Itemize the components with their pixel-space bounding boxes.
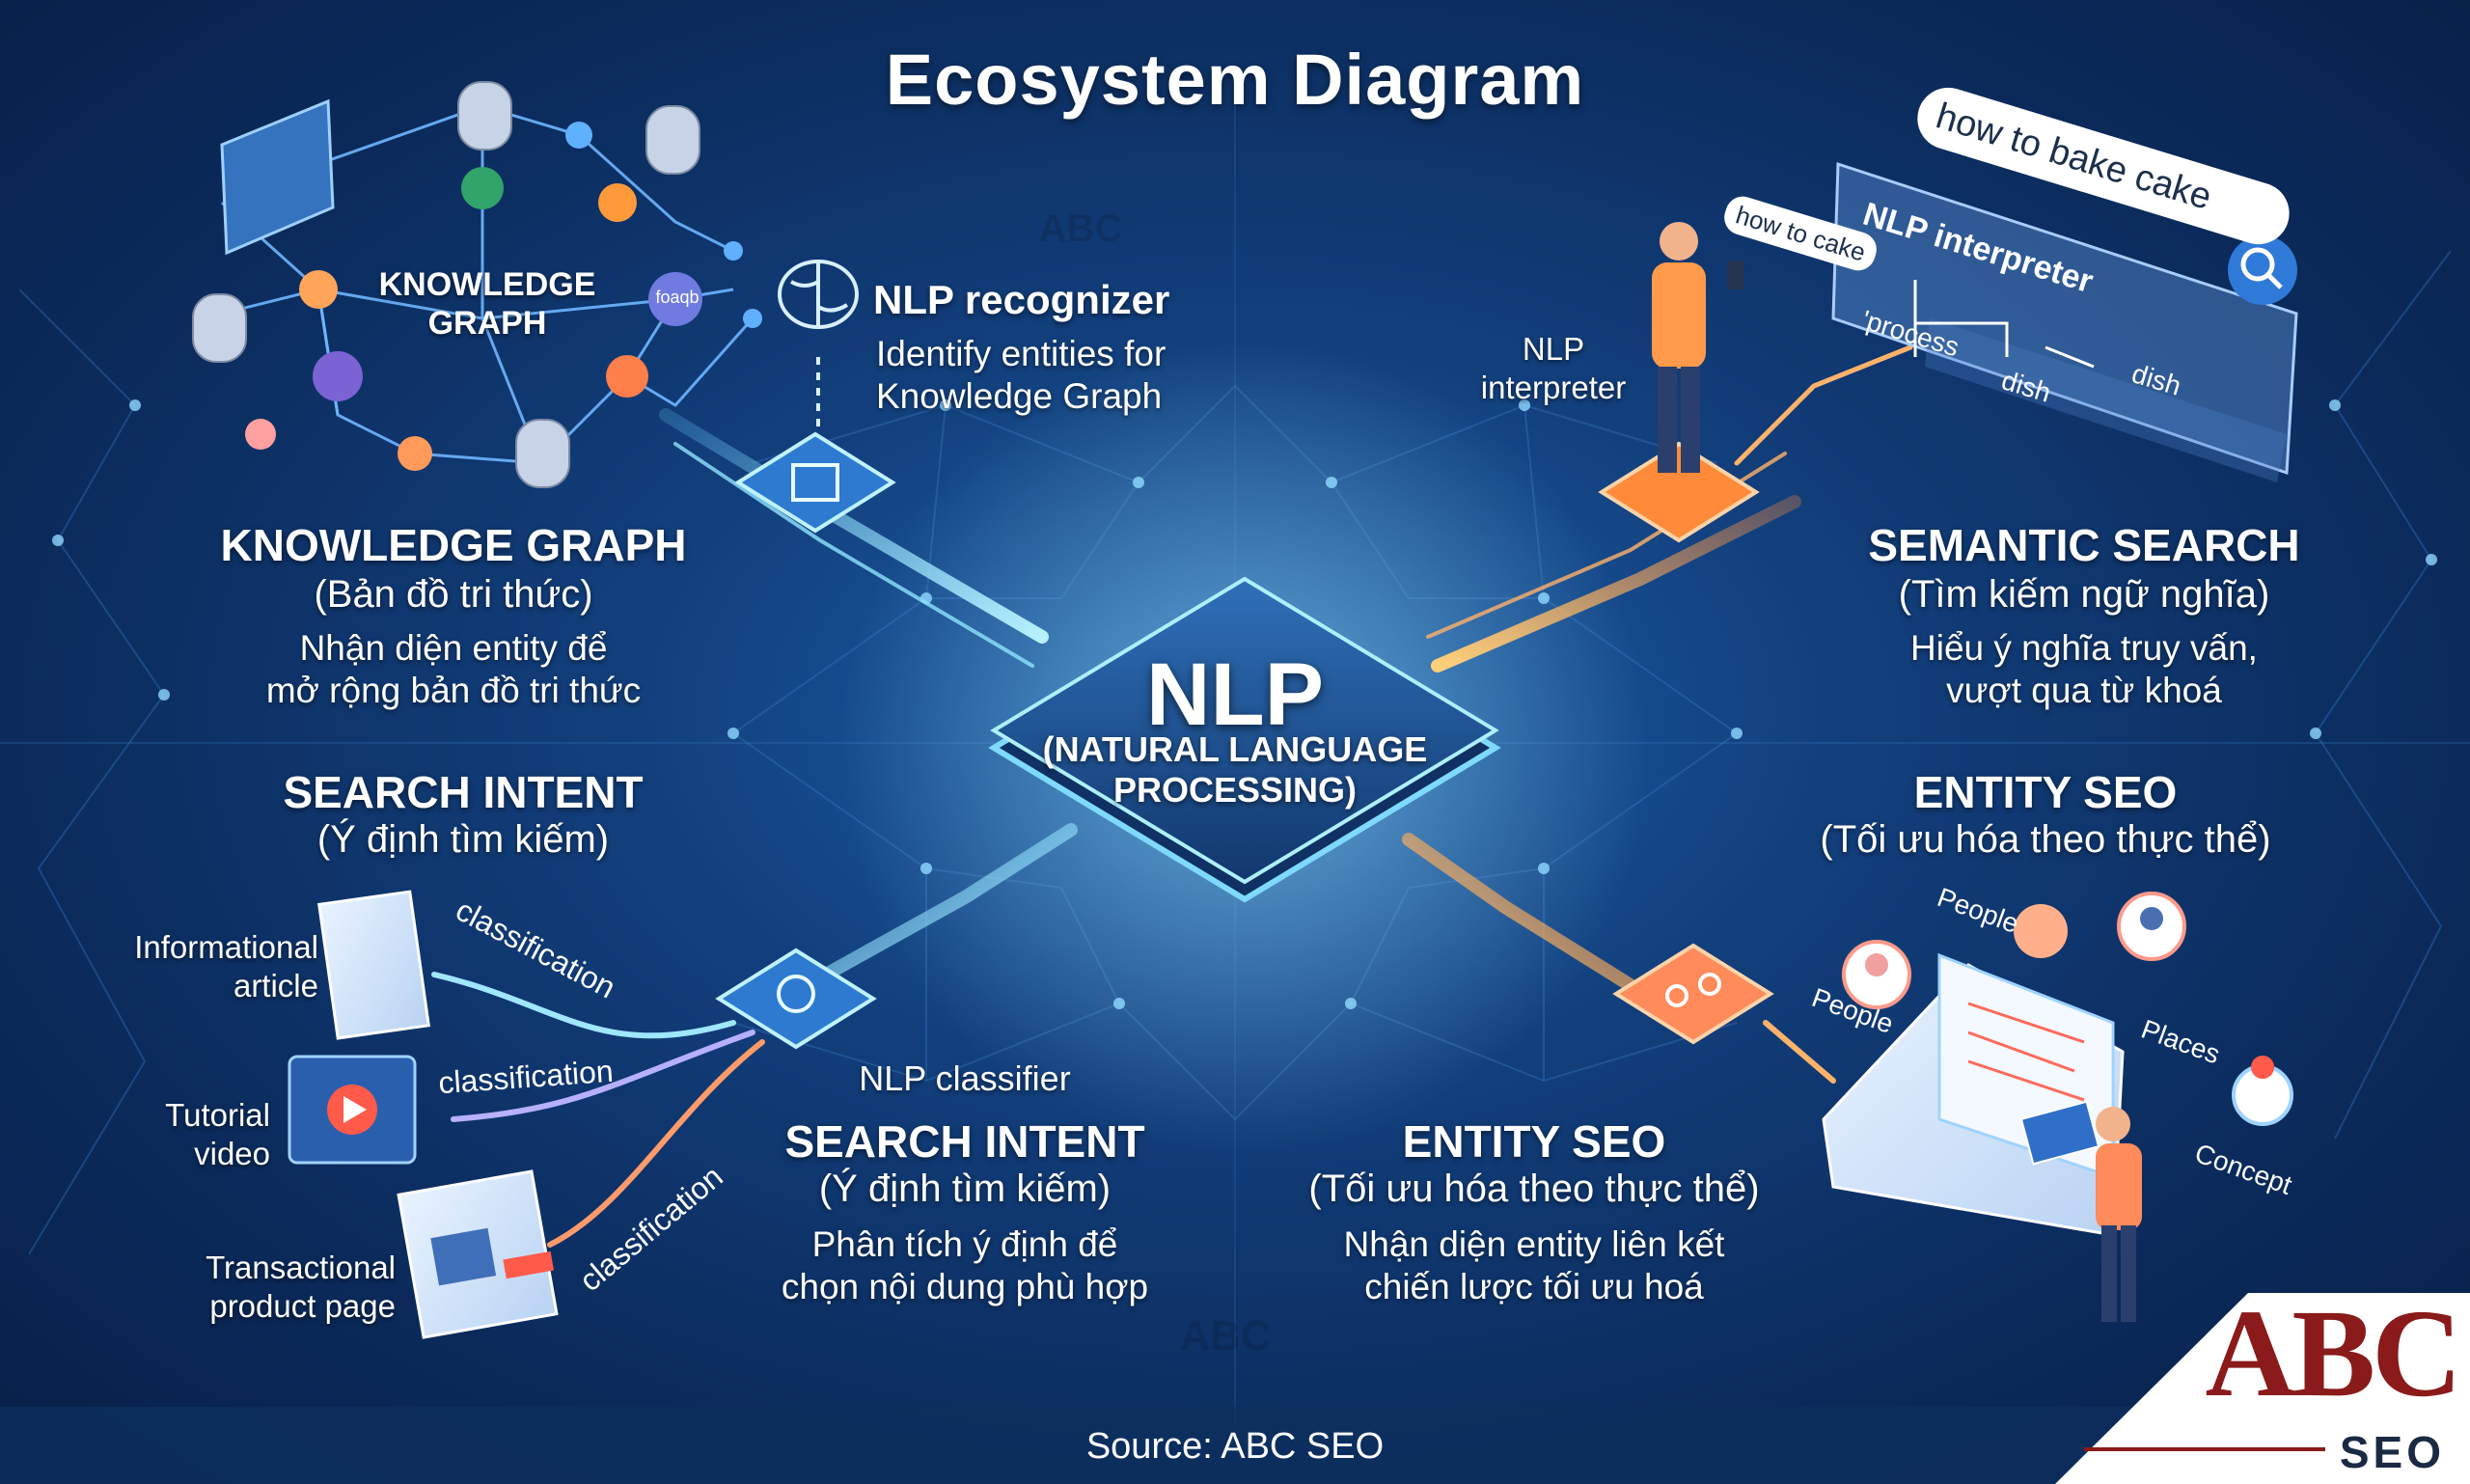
intent-bottom-subheading: (Ý định tìm kiếm) <box>818 1168 1112 1210</box>
nlp-subtitle: (NATURAL LANGUAGE PROCESSING) <box>994 729 1476 811</box>
logo-abc-text: ABC <box>2205 1284 2462 1423</box>
recognizer-description-line1: Identify entities for <box>876 334 1166 373</box>
kg-description-line2: mở rộng bản đồ tri thức <box>265 671 642 710</box>
classifier-hub <box>715 948 877 1050</box>
semantic-subheading: (Tìm kiếm ngữ nghĩa) <box>1898 573 2270 616</box>
entity-bottom-subheading: (Tối ưu hóa theo thực thể) <box>1308 1168 1760 1210</box>
entity-bottom-description: Nhận diện entity liên kết chiến lược tối… <box>1245 1223 1824 1308</box>
intent-item-tutorial: Tutorial video <box>96 1096 270 1173</box>
kg-graph-label: KNOWLEDGE GRAPH <box>376 265 598 343</box>
semantic-description-line2: vượt qua từ khoá <box>1946 671 2222 710</box>
kg-graph-label-line2: GRAPH <box>427 305 547 342</box>
intent-bottom-description-line2: chọn nội dung phù hợp <box>781 1267 1149 1306</box>
entity-hub <box>1612 943 1774 1045</box>
intent-item-transactional-line2: product page <box>209 1288 396 1324</box>
entity-right-heading: ENTITY SEO <box>1913 767 2178 817</box>
person-figure <box>1652 222 1744 473</box>
recognizer-description: Identify entities for Knowledge Graph <box>876 333 1204 418</box>
nlp-subtitle-line1: (NATURAL LANGUAGE <box>1042 729 1428 769</box>
intent-item-tutorial-line1: Tutorial <box>165 1097 270 1133</box>
recognizer-description-line2: Knowledge Graph <box>876 376 1163 416</box>
entity-bottom-description-line2: chiến lược tối ưu hoá <box>1364 1267 1704 1306</box>
diagram-title: Ecosystem Diagram <box>885 40 1585 120</box>
interpreter-label-line1: NLP <box>1522 331 1585 367</box>
nlp-subtitle-line2: PROCESSING) <box>1112 770 1358 810</box>
brain-icon <box>778 260 859 434</box>
intent-bottom-description-line1: Phân tích ý định để <box>811 1224 1118 1264</box>
interpreter-hub <box>1598 441 1760 543</box>
semantic-description: Hiểu ý nghĩa truy vấn, vượt qua từ khoá <box>1785 627 2383 712</box>
intent-item-informational: Informational article <box>87 928 318 1005</box>
intent-left-subheading: (Ý định tìm kiếm) <box>316 818 610 861</box>
watermark: ABC <box>1038 207 1123 250</box>
intent-bottom-description: Phân tích ý định để chọn nội dung phù hợ… <box>675 1223 1254 1308</box>
intent-item-transactional-line1: Transactional <box>206 1250 396 1285</box>
intent-item-tutorial-line2: video <box>194 1136 270 1171</box>
entity-right-subheading: (Tối ưu hóa theo thực thể) <box>1820 818 2271 861</box>
interpreter-label-line2: interpreter <box>1480 370 1627 405</box>
nlp-title: NLP <box>1146 646 1324 744</box>
entity-bottom-description-line1: Nhận diện entity liên kết <box>1343 1224 1725 1264</box>
intent-bottom-heading: SEARCH INTENT <box>784 1116 1145 1167</box>
semantic-search-art <box>1831 161 2298 482</box>
source-bar <box>0 1407 2470 1484</box>
semantic-heading: SEMANTIC SEARCH <box>1868 520 2300 570</box>
kg-description-line1: Nhận diện entity để <box>299 628 608 668</box>
recognizer-title: NLP recognizer <box>873 277 1170 322</box>
entity-bottom-heading: ENTITY SEO <box>1402 1116 1666 1167</box>
abc-seo-logo: ABC SEO <box>2045 1284 2470 1484</box>
classifier-label: NLP classifier <box>859 1058 1071 1098</box>
intent-document-icons <box>288 890 559 1339</box>
watermark-bottom: ABC <box>1179 1312 1272 1360</box>
recognizer-hub <box>734 431 896 534</box>
logo-seo-text: SEO <box>2339 1427 2445 1477</box>
knowledge-graph-cluster <box>192 81 762 488</box>
kg-description: Nhận diện entity để mở rộng bản đồ tri t… <box>154 627 753 712</box>
intent-item-transactional: Transactional product page <box>154 1249 396 1326</box>
entity-seo-art <box>1822 892 2293 1322</box>
interpreter-label: NLP interpreter <box>1447 330 1660 407</box>
intent-item-informational-line2: article <box>233 968 318 1003</box>
intent-item-informational-line1: Informational <box>134 929 318 965</box>
kg-heading: KNOWLEDGE GRAPH <box>220 520 687 570</box>
kg-subheading: (Bản đồ tri thức) <box>314 573 593 616</box>
logo-panel <box>2055 1293 2470 1484</box>
kg-graph-label-line1: KNOWLEDGE <box>378 266 596 303</box>
nlp-chip <box>988 576 1501 903</box>
semantic-description-line1: Hiểu ý nghĩa truy vấn, <box>1910 628 2258 668</box>
kg-node-tag: foaqb <box>655 288 700 307</box>
source-caption: Source: ABC SEO <box>1085 1426 1385 1467</box>
logo-underline <box>2084 1447 2325 1451</box>
intent-left-heading: SEARCH INTENT <box>283 767 644 817</box>
